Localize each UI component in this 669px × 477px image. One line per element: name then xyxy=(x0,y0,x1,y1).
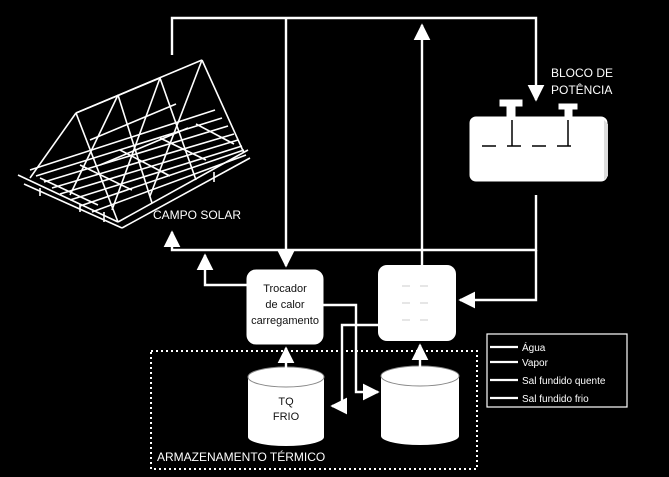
solar-field-collector xyxy=(17,59,251,229)
power-block-label-line2: POTÊNCIA xyxy=(551,82,612,97)
solar-field-label: CAMPO SOLAR xyxy=(153,208,241,222)
pipe-top-loop xyxy=(170,16,545,102)
pipes xyxy=(163,16,545,415)
legend-item-hot-salt: Sal fundido quente xyxy=(522,376,606,387)
pipe-bottom-loop xyxy=(163,195,538,252)
cold-tank xyxy=(247,366,325,446)
heat-exchanger-label-line3: carregamento xyxy=(251,315,319,327)
cold-tank-label-line2: FRIO xyxy=(273,411,300,423)
legend: Água Vapor Sal fundido quente Sal fundid… xyxy=(486,333,628,408)
cold-tank-label-line1: TQ xyxy=(278,396,294,408)
legend-item-cold-salt: Sal fundido frio xyxy=(522,394,589,405)
legend-item-water: Água xyxy=(522,341,546,354)
power-block xyxy=(469,99,608,182)
legend-item-steam: Vapor xyxy=(522,358,549,369)
pipe-to-steam-gen xyxy=(458,250,538,309)
legend-box xyxy=(486,333,628,408)
heat-exchanger-label-line2: de calor xyxy=(265,299,304,311)
thermal-storage-boundary xyxy=(150,350,478,470)
pipe-exchanger-to-hot xyxy=(323,303,380,401)
pipe-steam-to-cold xyxy=(330,323,378,415)
power-block-body xyxy=(469,116,608,182)
power-block-label-line1: BLOCO DE xyxy=(551,66,613,80)
steam-generator xyxy=(378,265,456,341)
heat-exchanger-box xyxy=(246,269,324,345)
thermal-storage-label: ARMAZENAMENTO TÉRMICO xyxy=(157,449,325,464)
hot-tank xyxy=(380,365,460,445)
heat-exchanger-label-line1: Trocador xyxy=(263,283,307,295)
pipe-exchanger-out xyxy=(196,253,250,287)
